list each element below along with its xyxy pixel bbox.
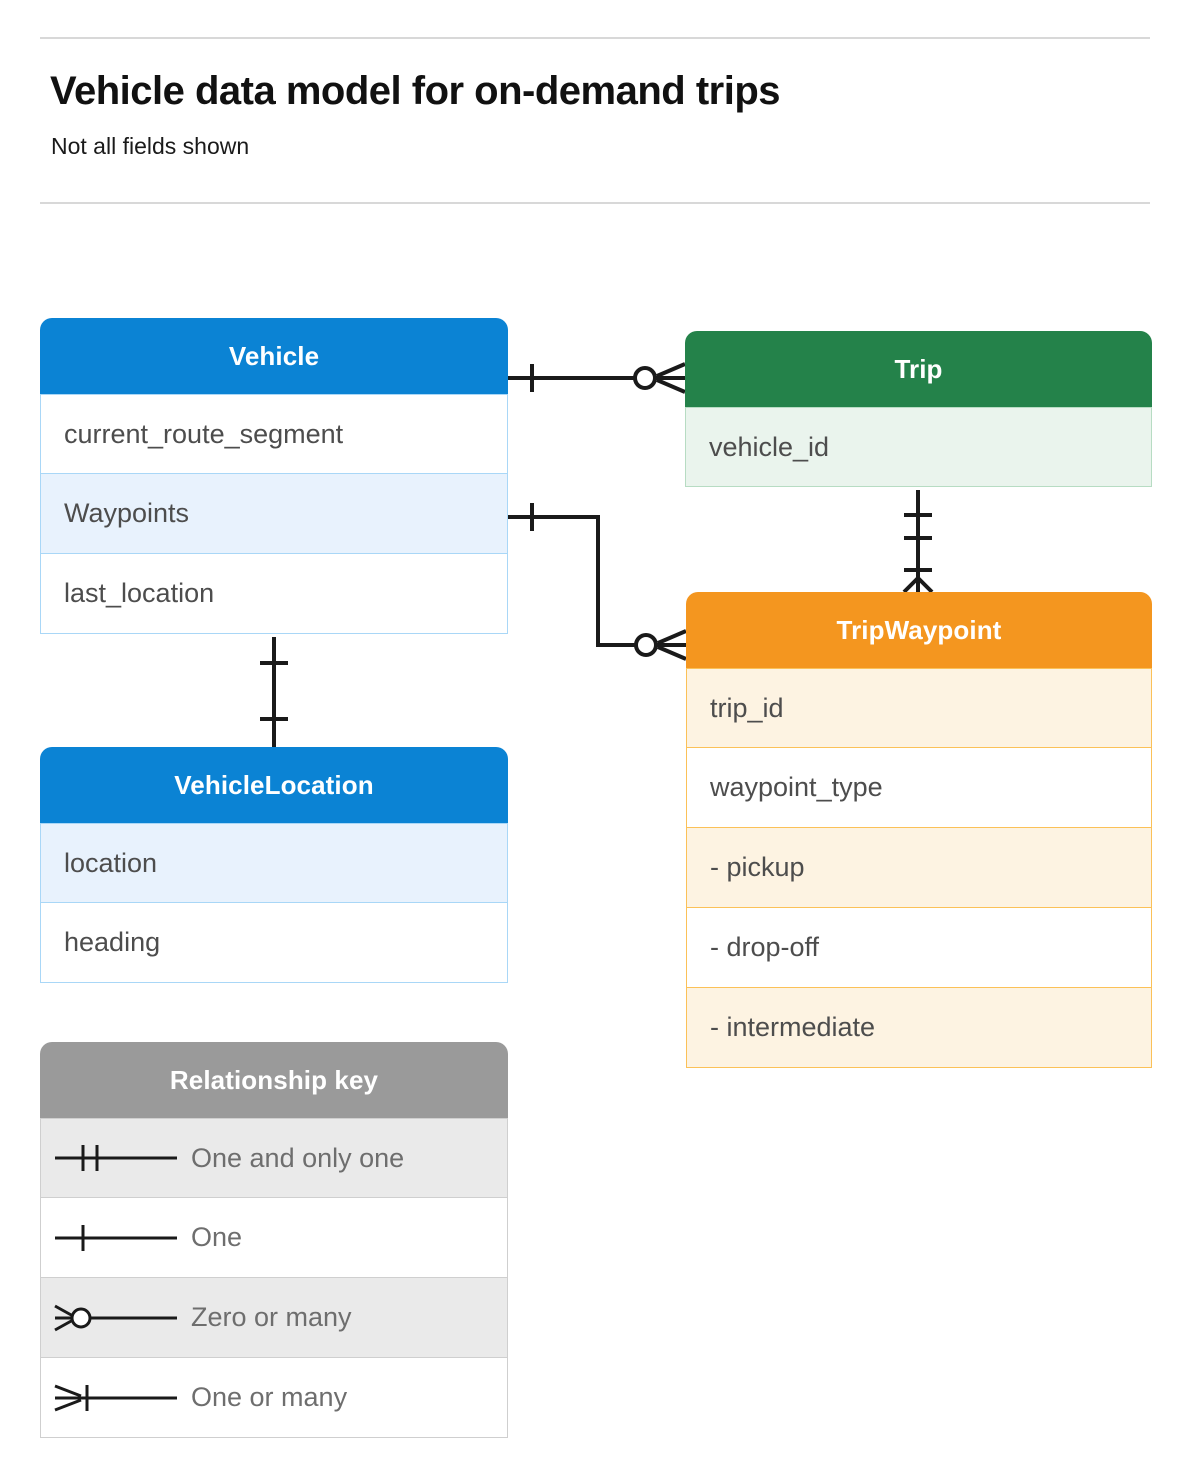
one-or-many-icon — [41, 1378, 191, 1418]
relationship-key-legend: Relationship key One and only one One — [40, 1042, 508, 1438]
field-heading[interactable]: heading — [40, 903, 508, 983]
crowfoot-trip-c — [656, 378, 686, 394]
one-and-only-one-icon — [41, 1138, 191, 1178]
entity-vehicle[interactable]: Vehicle current_route_segment Waypoints … — [40, 318, 508, 634]
legend-title: Relationship key — [40, 1042, 508, 1118]
crowfoot-tw2-a — [902, 576, 920, 594]
page-subtitle: Not all fields shown — [51, 133, 250, 159]
entity-vehiclelocation-title: VehicleLocation — [40, 747, 508, 823]
entity-vehiclelocation[interactable]: VehicleLocation location heading — [40, 747, 508, 983]
field-vehicle-id[interactable]: vehicle_id — [685, 407, 1152, 487]
legend-label-zero-or-many: Zero or many — [191, 1302, 352, 1332]
header-divider-bottom — [40, 202, 1150, 204]
legend-row-one-or-many: One or many — [40, 1358, 508, 1438]
field-last-location[interactable]: last_location — [40, 554, 508, 634]
page-title: Vehicle data model for on-demand trips — [50, 69, 781, 113]
zero-or-many-icon — [41, 1298, 191, 1338]
legend-label-one-and-only-one: One and only one — [191, 1142, 405, 1173]
legend-row-zero-or-many: Zero or many — [40, 1278, 508, 1358]
entity-trip[interactable]: Trip vehicle_id — [685, 331, 1152, 487]
field-location[interactable]: location — [40, 823, 508, 903]
field-waypoint-type[interactable]: waypoint_type — [686, 748, 1152, 828]
crowfoot-tw-b — [657, 629, 687, 645]
entity-trip-title: Trip — [685, 331, 1152, 407]
connector-waypoints-tripwaypoint — [508, 515, 686, 647]
crowfoot-tw2-b — [916, 576, 934, 594]
legend-row-one-and-only-one: One and only one — [40, 1118, 508, 1198]
field-waypoint-type-pickup[interactable]: - pickup — [686, 828, 1152, 908]
legend-label-one-or-many: One or many — [191, 1382, 348, 1412]
legend-label-one: One — [191, 1222, 243, 1252]
legend-row-one: One — [40, 1198, 508, 1278]
one-icon — [41, 1218, 191, 1258]
crowfoot-trip-b — [656, 362, 686, 378]
field-waypoint-type-intermediate[interactable]: - intermediate — [686, 988, 1152, 1068]
entity-vehicle-title: Vehicle — [40, 318, 508, 394]
field-current-route-segment[interactable]: current_route_segment — [40, 394, 508, 474]
field-waypoints[interactable]: Waypoints — [40, 474, 508, 554]
entity-tripwaypoint[interactable]: TripWaypoint trip_id waypoint_type - pic… — [686, 592, 1152, 1068]
header-divider-top — [40, 37, 1150, 39]
crowfoot-tw-c — [657, 645, 687, 661]
entity-tripwaypoint-title: TripWaypoint — [686, 592, 1152, 668]
field-waypoint-type-dropoff[interactable]: - drop-off — [686, 908, 1152, 988]
field-trip-id[interactable]: trip_id — [686, 668, 1152, 748]
circle-zero-trip — [633, 366, 657, 390]
circle-zero-tripwaypoint — [634, 633, 658, 657]
